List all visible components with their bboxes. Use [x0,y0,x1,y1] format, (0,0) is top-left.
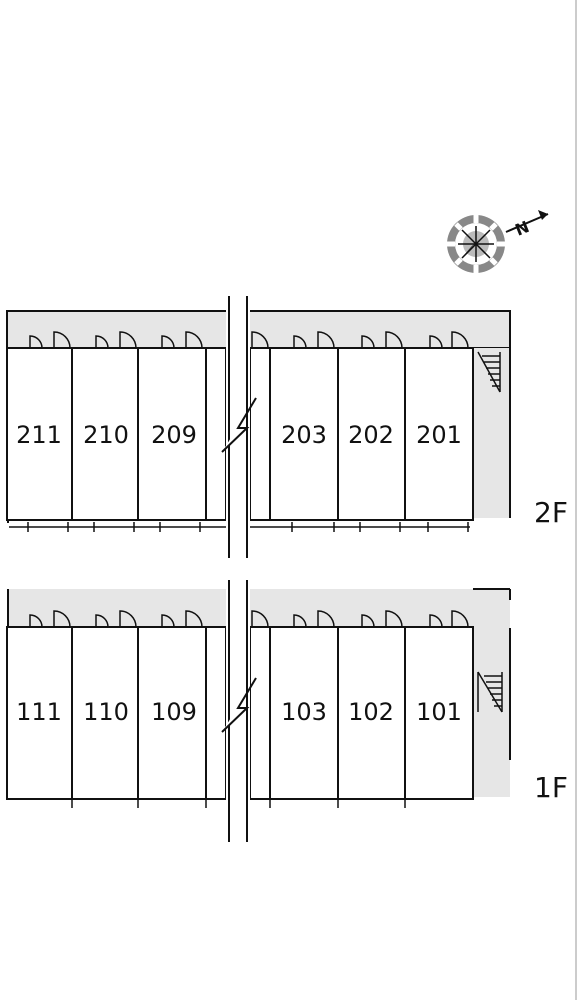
unit-1f-109 [137,626,207,800]
floor-label-2f: 2F [534,496,568,529]
unit-label: 202 [348,421,394,449]
unit-label: 203 [281,421,327,449]
unit-2f-211 [6,347,73,521]
unit-1f-103 [269,626,339,800]
unit-label: 209 [151,421,197,449]
unit-2f-202 [337,347,406,521]
compass-north-label: N [512,217,532,240]
doors-1f [29,610,469,628]
unit-2f-209 [137,347,207,521]
floor-1f-plan: 111 110 109 103 102 101 1F [6,580,568,842]
unit-1f-111 [6,626,73,800]
doors-2f [29,331,469,349]
unit-label: 101 [416,698,462,726]
unit-label: 211 [16,421,62,449]
break-line-1f [221,677,257,733]
unit-label: 109 [151,698,197,726]
unit-label: 103 [281,698,327,726]
unit-2f-201 [404,347,474,521]
stair-1f-icon [477,671,503,713]
unit-2f-210 [71,347,139,521]
unit-label: 210 [83,421,129,449]
unit-label: 102 [348,698,394,726]
unit-1f-110 [71,626,139,800]
unit-label: 110 [83,698,129,726]
stair-2f-icon [477,351,501,393]
unit-label: 111 [16,698,62,726]
unit-2f-203 [269,347,339,521]
compass-rose-icon [447,210,549,273]
floor-2f-plan: 211 210 209 203 202 201 2F [6,296,568,558]
break-line-2f [221,397,257,453]
unit-label: 201 [416,421,462,449]
unit-1f-101 [404,626,474,800]
floor-label-1f: 1F [534,771,568,804]
